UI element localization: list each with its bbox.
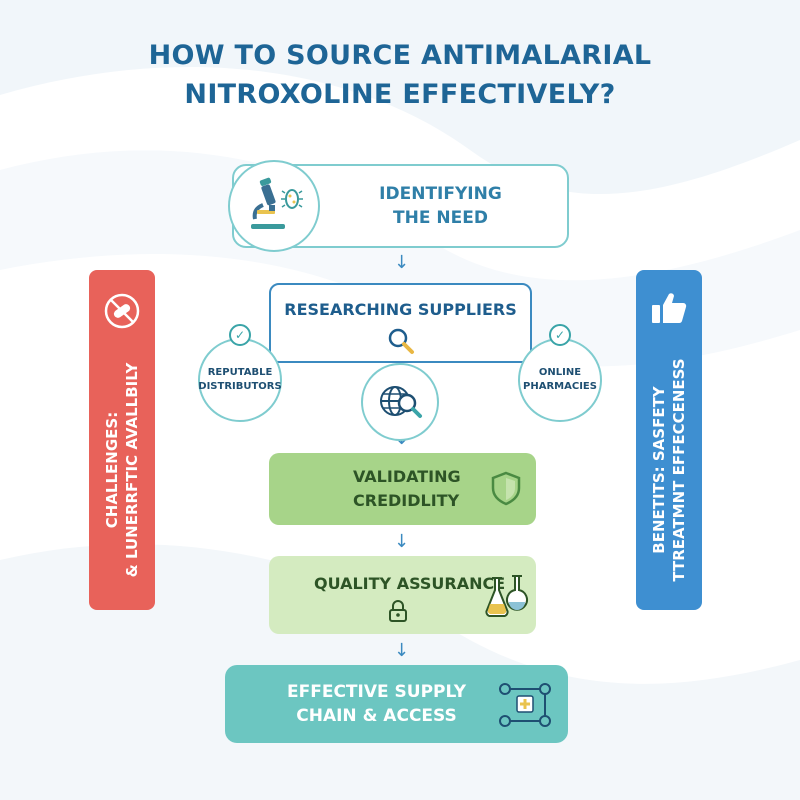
identify-line-1: IDENTIFYING — [379, 184, 502, 204]
challenges-text: CHALLENGES: & LUNERRFTIC AVALLBILY — [102, 320, 142, 620]
arrow-down-icon: ↓ — [394, 640, 410, 661]
step-validating-credibility: VALIDATING CREDIDLITY — [269, 453, 536, 525]
validate-line-1: VALIDATING — [353, 467, 461, 486]
microscope-icon — [251, 177, 303, 229]
identify-icon-circle — [228, 160, 320, 252]
benefits-line-2: TTREATMNT EFFECCENESS — [670, 358, 688, 582]
benefits-text: BENETITS: SASFETY TTREATMNT EFFECCENESS — [649, 320, 689, 620]
benefits-sidebar: BENETITS: SASFETY TTREATMNT EFFECCENESS — [636, 270, 702, 610]
research-label: RESEARCHING SUPPLIERS — [284, 300, 517, 319]
challenges-line-1: CHALLENGES: — [103, 411, 121, 529]
benefits-line-1: BENETITS: SASFETY — [650, 386, 668, 554]
identify-label: IDENTIFYING THE NEED — [379, 182, 502, 230]
check-icon: ✓ — [549, 324, 571, 346]
challenges-sidebar: CHALLENGES: & LUNERRFTIC AVALLBILY — [89, 270, 155, 610]
reputable-distributors-circle: REPUTABLE DISTRIBUTORS — [198, 338, 282, 422]
identify-line-2: THE NEED — [393, 208, 488, 228]
check-icon: ✓ — [229, 324, 251, 346]
title-line-1: HOW TO SOURCE ANTIMALARIAL — [148, 40, 652, 71]
title-line-2: NITROXOLINE EFFECTIVELY? — [184, 79, 616, 110]
effective-line-2: CHAIN & ACCESS — [296, 706, 457, 726]
validate-label: VALIDATING CREDIDLITY — [353, 465, 461, 513]
arrow-down-icon: ↓ — [394, 252, 410, 273]
pharmacies-line-2: PHARMACIES — [523, 381, 597, 392]
step-quality-assurance: QUALITY ASSURANCE — [269, 556, 536, 634]
challenges-line-2: & LUNERRFTIC AVALLBILY — [123, 362, 141, 578]
thumbs-up-icon — [652, 293, 687, 324]
magnifier-icon — [388, 328, 414, 354]
page-title: HOW TO SOURCE ANTIMALARIAL NITROXOLINE E… — [0, 36, 800, 114]
pharmacies-line-1: ONLINE — [538, 367, 582, 378]
network-plus-icon — [499, 683, 551, 727]
lock-icon — [389, 600, 407, 622]
step-identifying-need: IDENTIFYING THE NEED — [228, 160, 569, 252]
quality-label: QUALITY ASSURANCE — [314, 574, 506, 593]
step-researching-suppliers: RESEARCHING SUPPLIERS — [269, 283, 532, 363]
distributors-line-1: REPUTABLE — [207, 367, 273, 378]
online-pharmacies-circle: ONLINE PHARMACIES — [518, 338, 602, 422]
arrow-down-icon: ↓ — [394, 531, 410, 552]
step-effective-supply-chain: EFFECTIVE SUPPLY CHAIN & ACCESS — [225, 665, 568, 743]
effective-line-1: EFFECTIVE SUPPLY — [287, 682, 466, 702]
no-pill-icon — [104, 293, 140, 329]
shield-icon — [491, 471, 521, 506]
distributors-line-2: DISTRIBUTORS — [198, 381, 282, 392]
globe-search-circle — [361, 363, 439, 441]
effective-label: EFFECTIVE SUPPLY CHAIN & ACCESS — [287, 680, 466, 728]
globe-search-icon — [380, 386, 422, 418]
validate-line-2: CREDIDLITY — [353, 491, 460, 510]
flask-icon — [485, 575, 528, 618]
